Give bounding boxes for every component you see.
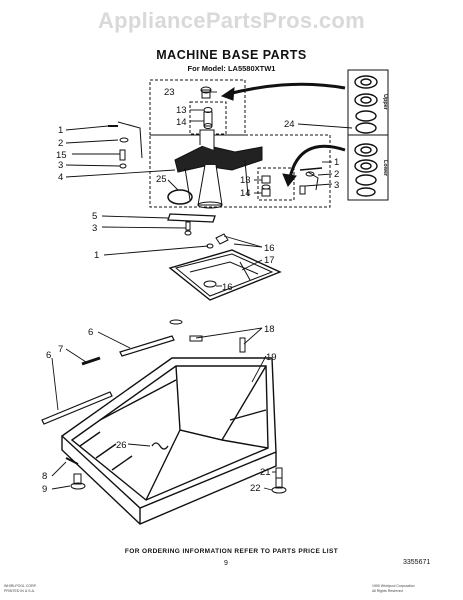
ordering-footer: FOR ORDERING INFORMATION REFER TO PARTS … [124, 548, 339, 555]
callout-2-right: 2 [334, 169, 339, 180]
callout-13-lower: 13 [240, 175, 251, 186]
callout-4: 4 [58, 172, 63, 183]
callout-3: 3 [58, 160, 63, 171]
callout-25: 25 [156, 174, 167, 185]
document-part-number: 3355671 [403, 559, 431, 566]
callout-2: 2 [58, 138, 63, 149]
callout-19: 19 [266, 352, 277, 363]
callout-14-lower: 14 [240, 188, 251, 199]
callout-15: 15 [56, 150, 67, 161]
callout-6-left: 6 [46, 350, 51, 361]
callout-6: 6 [88, 327, 93, 338]
callout-1-mid: 1 [94, 250, 99, 261]
leader-lines [51, 91, 353, 491]
callout-24: 24 [284, 119, 295, 130]
callout-18: 18 [264, 324, 275, 335]
right-hardware [299, 167, 323, 195]
model-subtitle: For Model: LA5580XTW1 [187, 64, 276, 73]
machine-base-frame [60, 357, 277, 525]
spring-part [151, 442, 169, 450]
transmission-assembly [174, 129, 263, 209]
fine-print-right-1: 1990 Whirlpool Corporation [372, 584, 415, 588]
upper-bearing-parts [200, 86, 213, 129]
brake-bracket [167, 213, 216, 236]
callout-3-mid: 3 [92, 223, 97, 234]
callout-16: 16 [264, 243, 275, 254]
upper-seal-rings [354, 75, 378, 134]
left-leveling-leg [65, 457, 86, 490]
lower-bearing-box [257, 167, 295, 201]
inner-bearing-box [189, 101, 227, 135]
fine-print-left-1: WHIRLPOOL CORP. [4, 584, 37, 588]
base-plate [168, 249, 282, 301]
callout-labels: 1 2 15 3 4 23 13 14 24 25 13 14 1 2 3 5 … [42, 87, 339, 495]
callout-5: 5 [92, 211, 97, 222]
page-title: MACHINE BASE PARTS [156, 48, 307, 62]
site-watermark: AppliancePartsPros.com [97, 8, 366, 33]
callout-16-lower: 16 [222, 282, 233, 293]
callout-9: 9 [42, 484, 47, 495]
transmission-box [149, 134, 331, 208]
callout-23: 23 [164, 87, 175, 98]
right-leveling-leg [271, 467, 287, 494]
callout-21: 21 [260, 467, 271, 478]
fine-print-left-2: PRINTED IN U.S.A. [4, 589, 35, 593]
callout-1: 1 [58, 125, 63, 136]
upper-side-label: Upper [382, 94, 388, 111]
gasket-ring [167, 189, 193, 205]
lower-bearing-parts [261, 175, 271, 197]
callout-17: 17 [264, 255, 275, 266]
upper-arrow [227, 82, 346, 96]
mounting-bolts [169, 319, 246, 353]
callout-22: 22 [250, 483, 261, 494]
callout-13: 13 [176, 105, 187, 116]
left-hardware [108, 121, 143, 169]
clip-part [215, 233, 229, 245]
callout-26: 26 [116, 440, 127, 451]
callout-7: 7 [58, 344, 63, 355]
side-rails [41, 335, 175, 425]
fine-print-right-2: All Rights Reserved [372, 589, 403, 593]
lower-arrow [288, 144, 346, 179]
lower-side-label: Lower [382, 160, 388, 177]
callout-3-right: 3 [334, 180, 339, 191]
callout-14: 14 [176, 117, 187, 128]
callout-1-right: 1 [334, 157, 339, 168]
page-number: 9 [224, 560, 228, 567]
lower-seal-rings [354, 143, 378, 197]
callout-8: 8 [42, 471, 47, 482]
